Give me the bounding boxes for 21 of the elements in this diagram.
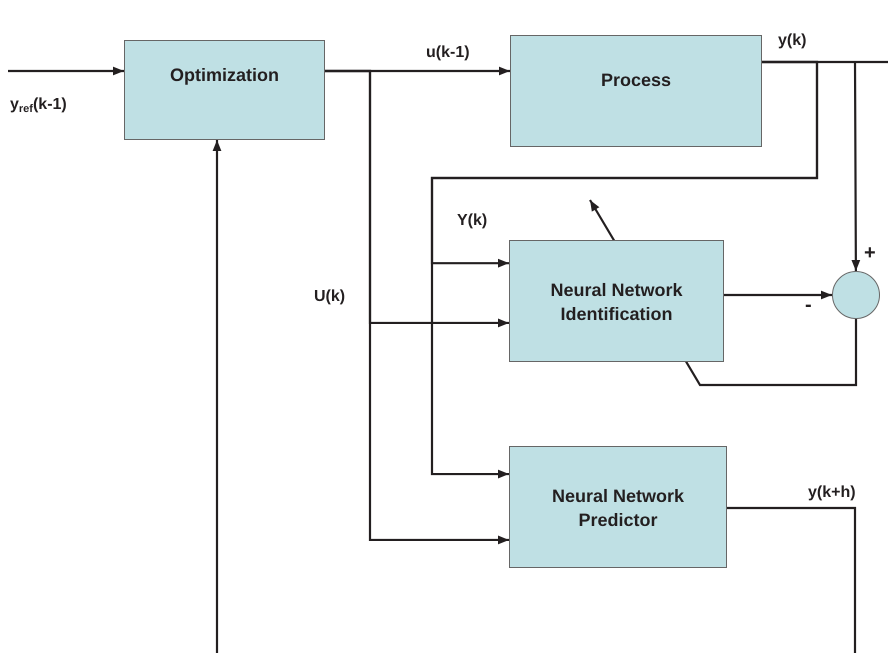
signal-label: Y(k)	[455, 212, 490, 230]
signal-label: u(k-1)	[424, 44, 472, 62]
connector-arrow	[724, 290, 832, 300]
sign-label: -	[804, 296, 813, 314]
signal-arrow	[8, 66, 124, 76]
signal-arrow	[212, 140, 222, 653]
signal-label: y(k+h)	[806, 484, 858, 502]
signal-label: y(k)	[776, 32, 808, 50]
summing-junction	[832, 271, 880, 319]
identification-block	[509, 240, 724, 362]
block-label: Neural Network Identification	[549, 279, 684, 326]
sign-label: +	[863, 244, 877, 262]
connector-arrow	[325, 70, 509, 544]
predictor-block	[509, 446, 727, 568]
optimization-block	[124, 40, 325, 140]
block-label: Neural Network Predictor	[550, 485, 686, 532]
block-label: Optimization	[169, 64, 280, 87]
block-label: Process	[600, 69, 672, 92]
signal-label: U(k)	[312, 288, 348, 306]
connector-arrow	[430, 60, 818, 478]
process-block	[510, 35, 762, 147]
